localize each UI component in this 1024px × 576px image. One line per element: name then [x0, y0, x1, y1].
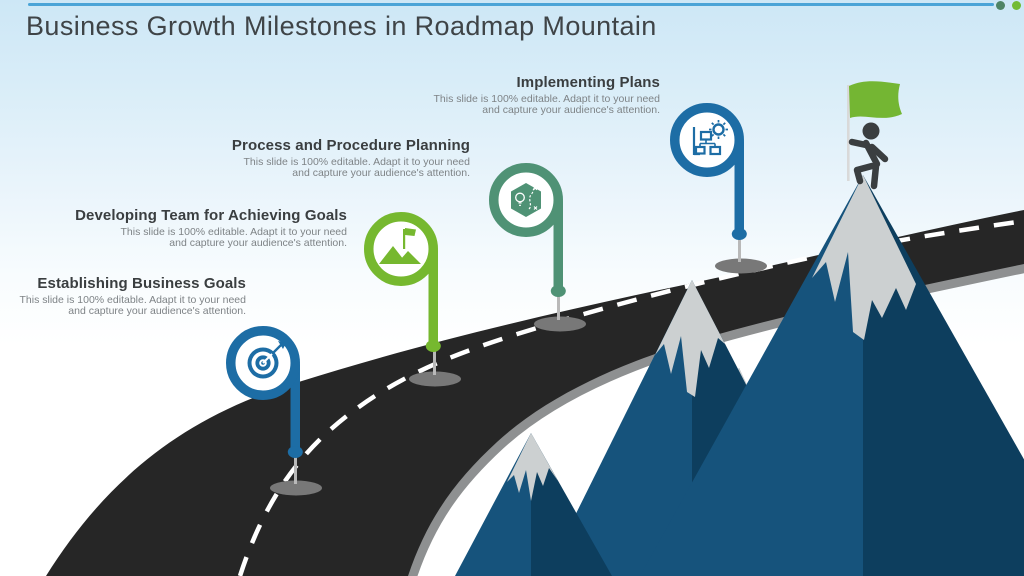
pin-base — [534, 316, 586, 332]
pin-base — [270, 480, 322, 496]
pin-needle — [433, 344, 436, 375]
milestone-pin-2[interactable] — [364, 212, 461, 387]
mountain-big — [640, 175, 1024, 576]
climber-head — [862, 122, 880, 140]
target-icon — [247, 341, 286, 379]
pin-stem — [553, 200, 563, 291]
milestone-text-establishing-business-goals[interactable]: Establishing Business Goals This slide i… — [0, 275, 246, 317]
workflow-gear-icon — [692, 120, 728, 156]
pin-knob — [731, 228, 747, 240]
pin-stem — [428, 249, 438, 343]
summit-group[interactable] — [847, 81, 902, 190]
summit-flag — [849, 81, 902, 118]
pin-needle — [738, 232, 741, 262]
pin-needle — [294, 450, 297, 484]
milestone-title[interactable]: Process and Procedure Planning — [231, 137, 470, 154]
milestone-title[interactable]: Developing Team for Achieving Goals — [75, 207, 347, 224]
milestone-description: This slide is 100% editable. Adapt it to… — [120, 226, 347, 250]
milestone-description: This slide is 100% editable. Adapt it to… — [433, 93, 660, 117]
mountain-flag-icon — [379, 228, 421, 264]
pin-stem — [290, 363, 300, 451]
accent-dot-teal — [996, 1, 1005, 10]
milestone-description: This slide is 100% editable. Adapt it to… — [243, 156, 470, 180]
milestone-description: This slide is 100% editable. Adapt it to… — [19, 294, 246, 318]
pin-stem — [734, 140, 744, 234]
milestone-text-developing-team[interactable]: Developing Team for Achieving Goals This… — [47, 207, 347, 249]
pin-knob — [287, 446, 303, 458]
milestone-pin-4[interactable] — [670, 103, 767, 274]
mountain-small — [455, 433, 612, 576]
milestone-text-implementing-plans[interactable]: Implementing Plans This slide is 100% ed… — [360, 74, 660, 116]
milestone-pin-3[interactable] — [489, 163, 586, 332]
milestone-title[interactable]: Implementing Plans — [516, 74, 660, 91]
accent-dot-green — [1012, 1, 1021, 10]
pin-knob — [550, 285, 566, 297]
milestone-text-process-procedure[interactable]: Process and Procedure Planning This slid… — [170, 137, 470, 179]
milestone-title[interactable]: Establishing Business Goals — [37, 275, 246, 292]
pin-base — [715, 258, 767, 274]
top-accent-line — [28, 3, 994, 6]
pin-ring — [364, 212, 438, 286]
pin-knob — [425, 340, 441, 352]
idea-strategy-icon — [511, 183, 541, 217]
flag-pole — [847, 85, 850, 181]
pin-base — [409, 371, 461, 387]
climber-figure — [848, 138, 889, 190]
milestone-pin-1[interactable] — [226, 326, 322, 496]
pin-needle — [557, 289, 560, 320]
page-title[interactable]: Business Growth Milestones in Roadmap Mo… — [26, 11, 657, 41]
